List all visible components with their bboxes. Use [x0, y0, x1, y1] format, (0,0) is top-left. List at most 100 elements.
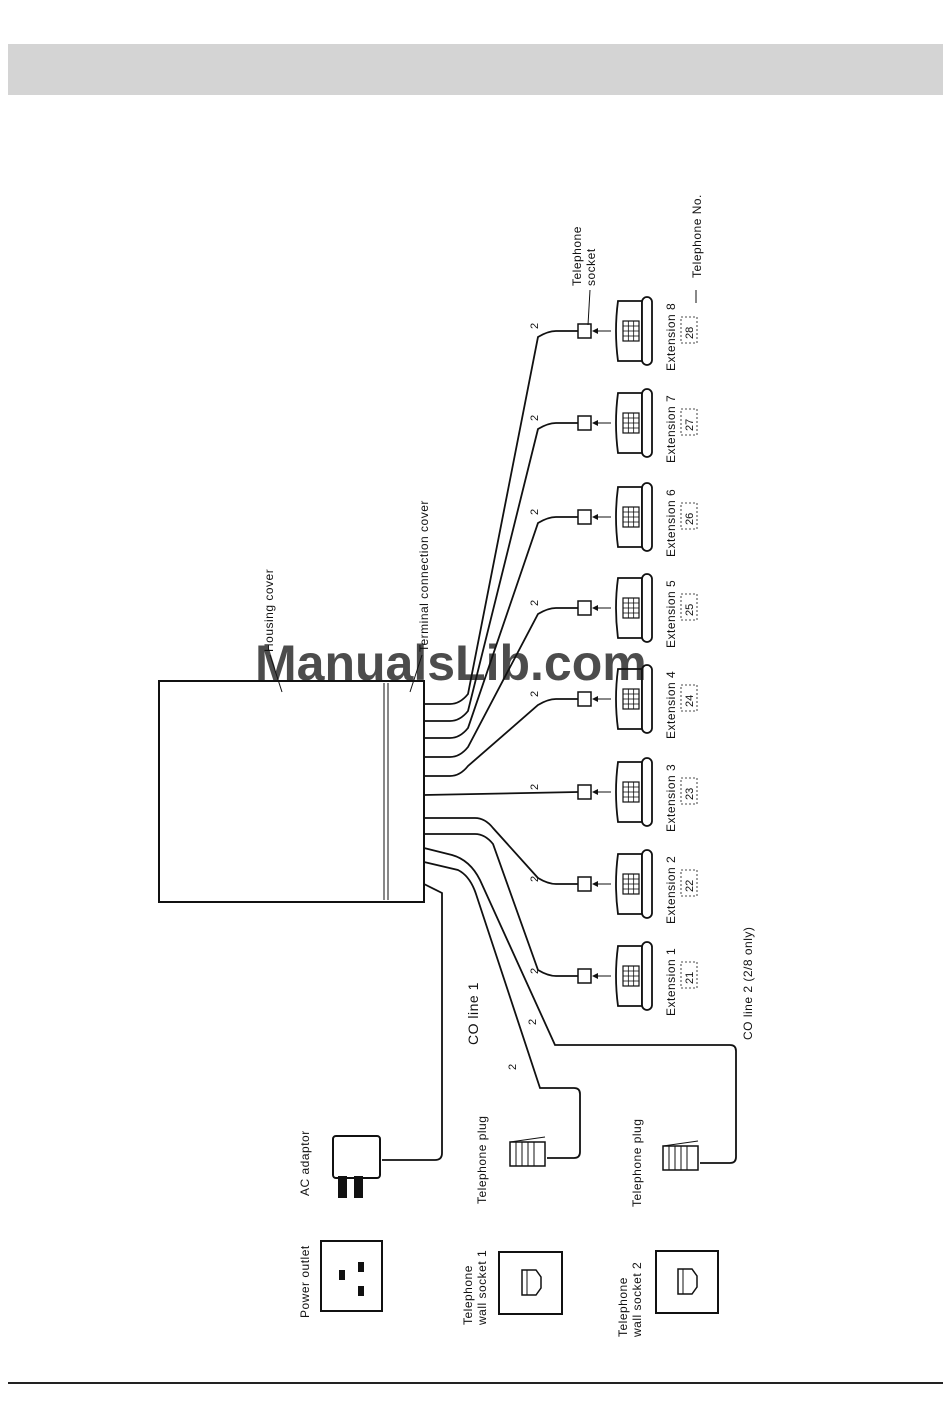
svg-text:socket: socket	[584, 248, 598, 286]
telephone-socket-icon	[577, 691, 592, 707]
svg-text:Telephone: Telephone	[616, 1277, 630, 1337]
extension-wire-count: 2	[529, 323, 541, 329]
extension-name: Extension 7	[664, 395, 678, 463]
svg-text:wall socket 2: wall socket 2	[630, 1262, 644, 1338]
extension-wire	[424, 698, 578, 777]
extension-number: 23	[684, 788, 696, 800]
extension-wire	[424, 330, 578, 705]
extension-name: Extension 5	[664, 580, 678, 648]
extension-number-box	[680, 316, 698, 344]
extension-wire-count: 2	[529, 509, 541, 515]
telephone-icon	[615, 388, 653, 458]
telephone-plug-1-label: Telephone plug	[475, 1116, 489, 1204]
extension-number: 24	[684, 695, 696, 707]
wall-socket-2-icon	[655, 1250, 719, 1314]
extension-wire-count: 2	[529, 600, 541, 606]
extension-number-box	[680, 408, 698, 436]
extension-number: 28	[684, 327, 696, 339]
power-outlet-label: Power outlet	[298, 1245, 312, 1318]
arrow-head	[592, 789, 598, 795]
svg-text:wall socket 1: wall socket 1	[475, 1250, 489, 1326]
wall-socket-1-icon	[498, 1251, 563, 1315]
arrow-head	[592, 973, 598, 979]
co-line-1-label: CO line 1	[465, 982, 481, 1045]
extension-number-box	[680, 869, 698, 897]
telephone-socket-icon	[577, 323, 592, 339]
extension-wire	[424, 833, 578, 977]
co-line-1-wire	[423, 861, 581, 1159]
extension-wire-count: 2	[529, 691, 541, 697]
arrow-head	[592, 420, 598, 426]
extension-number: 27	[684, 419, 696, 431]
power-wire	[382, 883, 443, 1161]
telephone-socket-icon	[577, 784, 592, 800]
extension-name: Extension 6	[664, 489, 678, 557]
extension-wire	[424, 607, 578, 758]
main-unit	[158, 680, 425, 903]
telephone-socket-icon	[577, 415, 592, 431]
telephone-icon	[615, 849, 653, 919]
extension-wire-count: 2	[529, 784, 541, 790]
telephone-icon	[615, 941, 653, 1011]
extension-wire	[424, 817, 578, 885]
extension-number: 26	[684, 513, 696, 525]
co-line-2-label: CO line 2 (2/8 only)	[741, 927, 755, 1040]
telephone-socket-icon	[577, 509, 592, 525]
extension-wire-count: 2	[529, 968, 541, 974]
arrow-head	[592, 514, 598, 520]
telephone-no-label: Telephone No.	[690, 194, 704, 278]
power-outlet-icon	[320, 1240, 383, 1312]
housing-cover-leader	[269, 654, 283, 693]
housing-cover-label: Housing cover	[262, 569, 276, 652]
extension-name: Extension 8	[664, 303, 678, 371]
terminal-cover-leader	[409, 654, 423, 693]
arrow-head	[592, 881, 598, 887]
telephone-socket-icon	[577, 876, 592, 892]
extension-number-box	[680, 777, 698, 805]
footer-rule	[8, 1382, 943, 1384]
telephone-icon	[615, 664, 653, 734]
telephone-socket-icon	[577, 968, 592, 984]
extension-number-box	[680, 684, 698, 712]
extension-number: 21	[684, 972, 696, 984]
extension-name: Extension 3	[664, 764, 678, 832]
telephone-socket-leader	[587, 289, 591, 326]
extension-number-box	[680, 961, 698, 989]
extension-name: Extension 4	[664, 671, 678, 739]
telephone-icon	[615, 296, 653, 366]
telephone-plug-1-icon	[509, 1136, 546, 1167]
watermark: ManualsLib.com	[255, 635, 647, 691]
co-line-2-wire	[423, 847, 737, 1164]
extension-number-box	[680, 593, 698, 621]
wall-socket-1-label: Telephone wall socket 1	[461, 1250, 489, 1326]
extension-number: 25	[684, 604, 696, 616]
arrow-head	[592, 696, 598, 702]
extension-wire-count: 2	[529, 876, 541, 882]
telephone-icon	[615, 757, 653, 827]
telephone-plug-2-icon	[662, 1140, 699, 1171]
extension-name: Extension 1	[664, 948, 678, 1016]
extension-wire	[423, 791, 579, 796]
extension-number: 22	[684, 880, 696, 892]
terminal-cover-label: Terminal connection cover	[417, 500, 431, 652]
extension-name: Extension 2	[664, 856, 678, 924]
extension-wires	[423, 330, 579, 977]
telephone-plug-2-label: Telephone plug	[630, 1119, 644, 1207]
extension-wire	[424, 422, 578, 722]
header-bar	[8, 44, 943, 95]
telephone-icon	[615, 573, 653, 643]
telephone-icon	[615, 482, 653, 552]
extension-wire	[424, 516, 578, 739]
extension-wire-count: 2	[529, 415, 541, 421]
co-line-2-wire-count: 2	[527, 1019, 539, 1025]
wall-socket-2-label: Telephone wall socket 2	[616, 1262, 644, 1338]
svg-text:Telephone: Telephone	[570, 226, 584, 286]
telephone-socket-icon	[577, 600, 592, 616]
co-line-1-wire-count: 2	[507, 1064, 519, 1070]
ac-adaptor-icon	[332, 1135, 381, 1198]
telephone-socket-label: Telephone socket	[570, 226, 598, 286]
svg-text:Telephone: Telephone	[461, 1265, 475, 1325]
ac-adaptor-label: AC adaptor	[298, 1130, 312, 1196]
